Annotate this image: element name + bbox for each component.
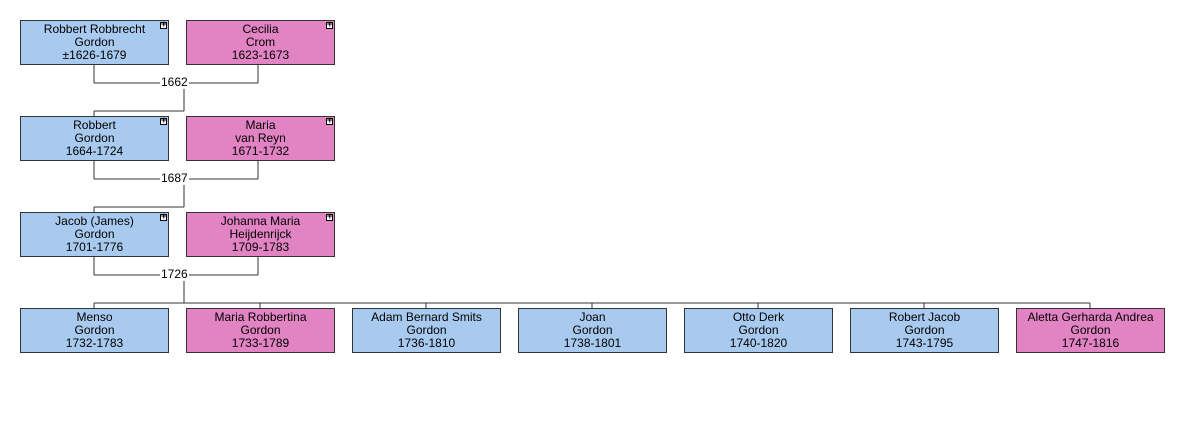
person-given-name: Maria (245, 118, 276, 132)
plus-icon[interactable]: + (160, 20, 167, 30)
person-given-name: Maria Robbertina (214, 310, 307, 324)
person-surname: Gordon (74, 131, 115, 145)
person-surname: Gordon (74, 35, 115, 49)
plus-icon[interactable]: + (160, 116, 167, 126)
person-given-name: Jacob (James) (55, 214, 134, 228)
person-given-name: Robbert Robbrecht (43, 22, 146, 36)
plus-icon[interactable]: + (326, 116, 333, 126)
person-surname: Gordon (406, 323, 447, 337)
person-lifespan: 1709-1783 (231, 240, 290, 254)
person-given-name: Robbert (73, 118, 116, 132)
person-given-name: Aletta Gerharda Andrea (1027, 310, 1154, 324)
person-given-name: Johanna Maria (220, 214, 301, 228)
person-lifespan: 1671-1732 (231, 144, 290, 158)
person-surname: Gordon (74, 323, 115, 337)
person-lifespan: 1740-1820 (729, 336, 788, 350)
person-lifespan: 1743-1795 (895, 336, 954, 350)
person-lifespan: ±1626-1679 (62, 48, 127, 62)
person-lifespan: 1738-1801 (563, 336, 622, 350)
person-given-name: Adam Bernard Smits (371, 310, 482, 324)
marriage-year: 1687 (160, 171, 189, 185)
person-lifespan: 1623-1673 (231, 48, 290, 62)
person-lifespan: 1701-1776 (65, 240, 124, 254)
plus-icon[interactable]: + (326, 212, 333, 222)
plus-icon[interactable]: + (326, 20, 333, 30)
person-lifespan: 1747-1816 (1061, 336, 1120, 350)
person-lifespan: 1732-1783 (65, 336, 124, 350)
plus-icon[interactable]: + (160, 212, 167, 222)
person-surname: Heijdenrijck (229, 227, 292, 241)
person-surname: Gordon (74, 227, 115, 241)
person-given-name: Joan (579, 310, 606, 324)
person-given-name: Robert Jacob (888, 310, 961, 324)
person-surname: Gordon (240, 323, 281, 337)
person-lifespan: 1736-1810 (397, 336, 456, 350)
person-surname: van Reyn (235, 131, 286, 145)
person-given-name: Otto Derk (732, 310, 785, 324)
person-surname: Gordon (738, 323, 779, 337)
person-lifespan: 1733-1789 (231, 336, 290, 350)
person-surname: Gordon (904, 323, 945, 337)
marriage-year: 1662 (160, 75, 189, 89)
person-surname: Gordon (1070, 323, 1111, 337)
person-surname: Gordon (572, 323, 613, 337)
person-given-name: Cecilia (242, 22, 279, 36)
person-surname: Crom (245, 35, 276, 49)
person-lifespan: 1664-1724 (65, 144, 124, 158)
marriage-year: 1726 (160, 267, 189, 281)
person-given-name: Menso (76, 310, 113, 324)
